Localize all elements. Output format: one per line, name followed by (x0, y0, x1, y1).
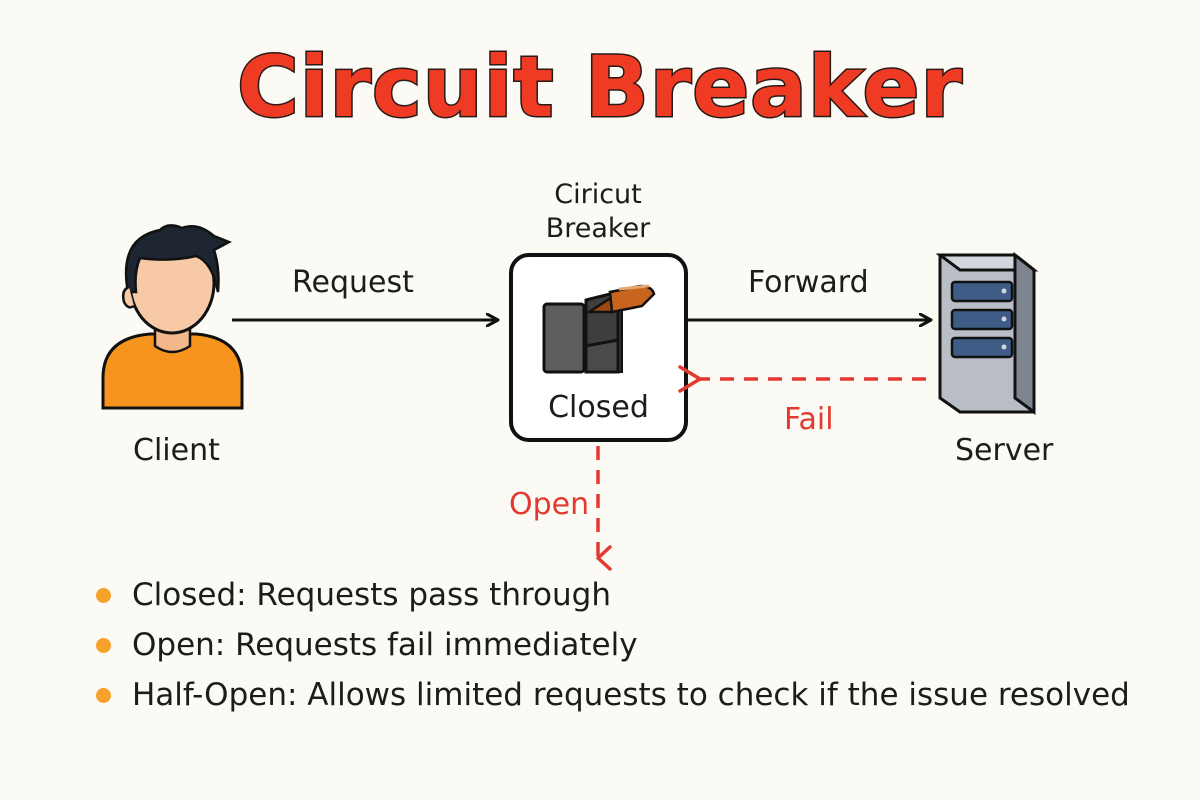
breaker-caption-line1: Ciricut (554, 179, 642, 210)
legend-item-text: Half-Open: Allows limited requests to ch… (132, 677, 1130, 713)
breaker-switch-icon (542, 284, 656, 374)
client-hair (124, 224, 232, 294)
legend-item-text: Open: Requests fail immediately (132, 627, 638, 663)
diagram-title: Circuit Breaker (236, 37, 964, 138)
state-legend-list: Closed: Requests pass through Open: Requ… (96, 575, 1130, 725)
breaker-caption: Ciricut Breaker (520, 178, 676, 246)
server-label: Server (955, 433, 1054, 468)
breaker-state-label: Closed (548, 390, 649, 425)
client-person-icon (101, 224, 244, 410)
client-shirt (101, 332, 244, 410)
server-icon (935, 251, 1039, 415)
forward-label: Forward (748, 265, 869, 300)
open-label: Open (509, 487, 590, 522)
bullet-dot-icon (96, 638, 111, 653)
legend-item-half-open: Half-Open: Allows limited requests to ch… (96, 675, 1130, 725)
breaker-caption-line2: Breaker (545, 213, 651, 244)
server-slot (950, 280, 1014, 303)
request-label: Request (292, 265, 414, 300)
legend-item-text: Closed: Requests pass through (132, 577, 611, 613)
bullet-dot-icon (96, 588, 111, 603)
server-slot (950, 336, 1014, 359)
server-slot (950, 308, 1014, 331)
client-label: Client (133, 433, 220, 468)
legend-item-open: Open: Requests fail immediately (96, 625, 1130, 675)
fail-label: Fail (784, 402, 834, 437)
bullet-dot-icon (96, 688, 111, 703)
legend-item-closed: Closed: Requests pass through (96, 575, 1130, 625)
